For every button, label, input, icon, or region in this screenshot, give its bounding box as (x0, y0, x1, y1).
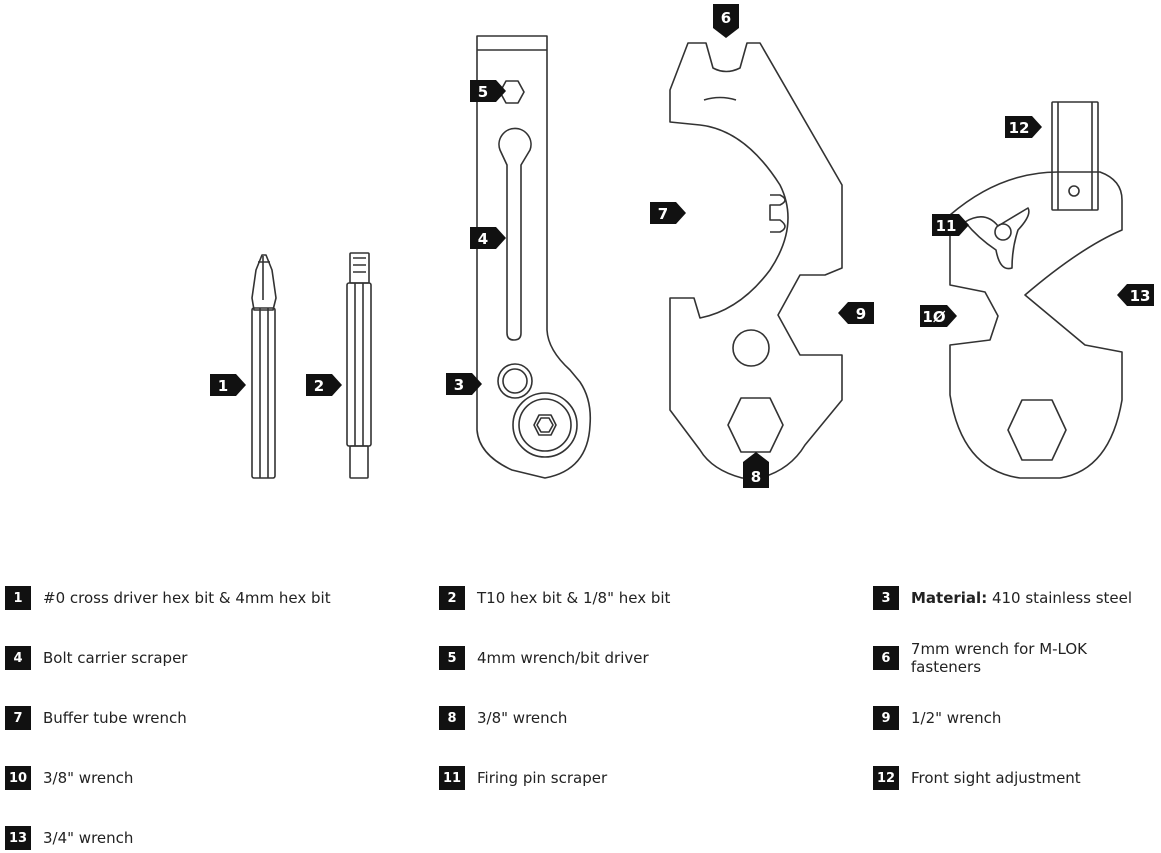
callout-10: 1Ø (920, 305, 957, 327)
legend-badge: 13 (5, 826, 31, 850)
legend-item-8: 8 3/8" wrench (439, 703, 567, 733)
legend-item-2: 2 T10 hex bit & 1/8" hex bit (439, 583, 670, 613)
legend-text: Bolt carrier scraper (43, 649, 188, 667)
legend-item-12: 12 Front sight adjustment (873, 763, 1081, 793)
hex-bit-2 (346, 252, 372, 479)
material-value: 410 stainless steel (987, 589, 1133, 607)
svg-text:2: 2 (314, 377, 324, 395)
legend-text: 7mm wrench for M-LOK fasteners (910, 640, 1088, 676)
svg-text:6: 6 (721, 9, 731, 27)
legend-badge: 6 (873, 646, 899, 670)
legend-item-9: 9 1/2" wrench (873, 703, 1001, 733)
legend-text: #0 cross driver hex bit & 4mm hex bit (43, 589, 331, 607)
hex-bit-1 (251, 254, 277, 479)
wrench-tool (669, 42, 843, 479)
svg-text:8: 8 (751, 468, 761, 486)
legend-badge: 1 (5, 586, 31, 610)
callout-3: 3 (446, 373, 482, 395)
legend-item-1: 1 #0 cross driver hex bit & 4mm hex bit (5, 583, 331, 613)
legend-badge: 5 (439, 646, 465, 670)
legend-item-5: 5 4mm wrench/bit driver (439, 643, 649, 673)
svg-text:5: 5 (478, 83, 488, 101)
legend-text: 3/4" wrench (43, 829, 134, 847)
legend-badge: 11 (439, 766, 465, 790)
svg-text:4: 4 (478, 230, 488, 248)
legend-item-3: 3 Material: 410 stainless steel (873, 583, 1132, 613)
legend-item-7: 7 Buffer tube wrench (5, 703, 187, 733)
legend-badge: 7 (5, 706, 31, 730)
callout-6: 6 (713, 4, 739, 38)
material-prefix: Material: (911, 589, 988, 607)
legend-text: T10 hex bit & 1/8" hex bit (477, 589, 671, 607)
legend-badge: 2 (439, 586, 465, 610)
legend-item-13: 13 3/4" wrench (5, 823, 133, 853)
svg-text:12: 12 (1009, 119, 1030, 137)
legend-text: Front sight adjustment (911, 769, 1081, 787)
callout-1: 1 (210, 374, 246, 396)
svg-text:1Ø: 1Ø (922, 308, 945, 326)
sight-tool (949, 101, 1123, 479)
callout-11: 11 (932, 214, 969, 236)
svg-text:11: 11 (936, 217, 957, 235)
legend: 1 #0 cross driver hex bit & 4mm hex bit … (0, 570, 1161, 853)
callouts: 1 2 3 4 5 6 7 8 (210, 4, 1154, 488)
legend-item-4: 4 Bolt carrier scraper (5, 643, 187, 673)
legend-text: Buffer tube wrench (43, 709, 187, 727)
callout-8: 8 (743, 452, 769, 488)
svg-text:13: 13 (1130, 287, 1151, 305)
legend-text: Firing pin scraper (477, 769, 608, 787)
callout-7: 7 (650, 202, 686, 224)
legend-badge: 10 (5, 766, 31, 790)
multitool-diagram: 1 2 3 4 5 6 7 8 (210, 4, 1154, 488)
legend-badge: 9 (873, 706, 899, 730)
callout-4: 4 (470, 227, 506, 249)
legend-text: 3/8" wrench (43, 769, 134, 787)
legend-badge: 12 (873, 766, 899, 790)
callout-9: 9 (838, 302, 874, 324)
svg-text:1: 1 (218, 377, 228, 395)
svg-text:7: 7 (658, 205, 668, 223)
callout-5: 5 (470, 80, 506, 102)
callout-2: 2 (306, 374, 342, 396)
legend-text: 1/2" wrench (911, 709, 1002, 727)
callout-13: 13 (1117, 284, 1154, 306)
legend-badge: 8 (439, 706, 465, 730)
legend-item-6: 6 7mm wrench for M-LOK fasteners (873, 640, 1161, 676)
legend-item-10: 10 3/8" wrench (5, 763, 133, 793)
legend-text: 4mm wrench/bit driver (477, 649, 649, 667)
svg-text:3: 3 (454, 376, 464, 394)
scraper-tool (476, 35, 592, 479)
legend-text: Material: 410 stainless steel (911, 589, 1132, 607)
callout-12: 12 (1005, 116, 1042, 138)
legend-badge: 4 (5, 646, 31, 670)
legend-text: 3/8" wrench (477, 709, 568, 727)
legend-item-11: 11 Firing pin scraper (439, 763, 607, 793)
svg-text:9: 9 (856, 305, 866, 323)
legend-badge: 3 (873, 586, 899, 610)
